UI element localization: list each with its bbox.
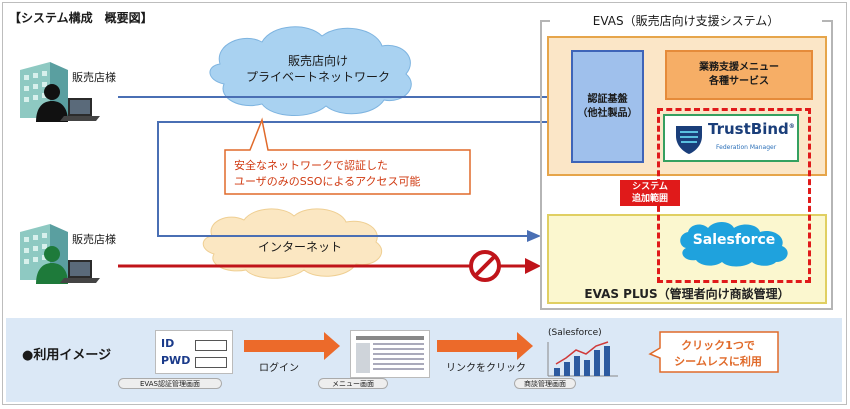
user-icon-bottom (36, 246, 100, 284)
private-network-line1: 販売店向け (287, 54, 348, 68)
blue-arrow-auth-to-salesforce (157, 121, 571, 242)
menu-content-lines (373, 343, 424, 373)
salesforce-label: Salesforce (692, 232, 776, 248)
menu-sidebar (356, 343, 370, 373)
auth-platform-box: 認証基盤 （他社製品） (571, 50, 644, 163)
private-network-line2: プライベートネットワーク (245, 70, 390, 84)
internet-cloud (202, 208, 383, 279)
trustbind-name-text: TrustBind (708, 120, 789, 138)
biz-line1: 業務支援メニュー (699, 62, 779, 73)
login-screen-caption: EVAS認証管理画面 (118, 378, 222, 389)
system-add-line2: 追加範囲 (631, 194, 668, 204)
trustbind-reg-mark: ® (788, 123, 795, 130)
trustbind-name: TrustBind® (708, 120, 795, 138)
system-addition-badge: システム 追加範囲 (620, 180, 680, 206)
callout-box (224, 117, 471, 195)
no-entry-icon (469, 250, 501, 282)
callout-text: 安全なネットワークで認証した ユーザのみのSSOによるアクセス可能 (234, 158, 421, 190)
trustbind-logo-icon (676, 126, 702, 154)
menu-header-bar (356, 336, 424, 340)
pwd-field (195, 357, 227, 368)
diagram-frame (2, 2, 847, 405)
menu-screen-caption: メニュー画面 (318, 378, 388, 389)
click-callout-text: クリック1つで シームレスに利用 (659, 338, 777, 370)
id-field (195, 340, 227, 351)
salesforce-screen-caption: 商談管理画面 (514, 378, 576, 389)
auth-line1: 認証基盤 (587, 93, 628, 105)
red-arrow-internet (118, 258, 541, 274)
menu-screen-thumbnail (350, 330, 430, 378)
salesforce-cloud-icon (680, 222, 788, 267)
step-link-click-label: リンクをクリック (446, 363, 526, 374)
biz-line2: 各種サービス (709, 76, 769, 87)
salesforce-chart-icon (547, 341, 618, 377)
store-label-top: 販売店様 (72, 71, 116, 84)
trustbind-subtitle: Federation Manager (716, 144, 777, 151)
internet-label: インターネット (257, 240, 342, 254)
id-label: ID (161, 337, 175, 350)
usage-title: ●利用イメージ (22, 348, 112, 363)
step-login-label: ログイン (259, 363, 299, 374)
arrow-link-click (437, 332, 533, 360)
click-line1: クリック1つで (681, 339, 755, 352)
pwd-label: PWD (161, 354, 191, 367)
user-icon-top (36, 84, 100, 122)
callout-line2: ユーザのみのSSOによるアクセス可能 (234, 175, 421, 188)
system-add-line1: システム (632, 182, 668, 192)
callout-line1: 安全なネットワークで認証した (234, 159, 388, 172)
business-menu-box: 業務支援メニュー 各種サービス (665, 50, 813, 100)
evas-plus-label: EVAS PLUS（管理者向け商談管理） (584, 287, 790, 301)
arrow-login (244, 332, 340, 360)
diagram-title: 【システム構成 概要図】 (9, 11, 153, 25)
salesforce-screen-title: (Salesforce) (548, 328, 602, 338)
private-network-cloud (209, 26, 412, 117)
evas-title: EVAS（販売店向け支援システム） (550, 12, 822, 29)
store-label-bottom: 販売店様 (72, 233, 116, 246)
auth-line2: （他社製品） (577, 107, 638, 119)
click-callout (648, 331, 779, 373)
click-line2: シームレスに利用 (674, 355, 762, 368)
